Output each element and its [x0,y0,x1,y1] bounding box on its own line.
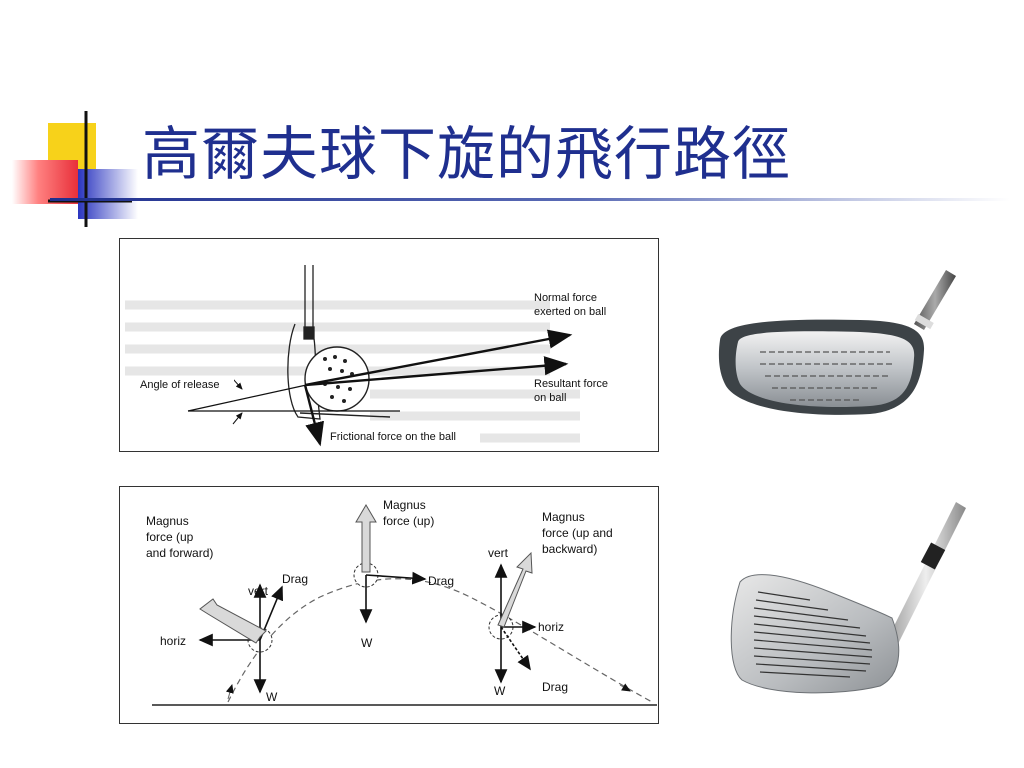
right-horiz-label: horiz [538,620,564,634]
magnus-left-label: Magnus force (up and forward) [146,514,213,560]
driver-club-photo [718,270,956,415]
frictional-force-label: Frictional force on the ball [330,431,456,443]
right-w-label: W [494,684,506,698]
logo-blue-square [78,169,138,219]
left-drag-label: Drag [282,572,308,586]
slide-title: 高爾夫球下旋的飛行路徑 [142,120,792,188]
magnus-right-label: Magnus force (up and backward) [542,510,616,556]
normal-force-label: Normal force exerted on ball [534,292,606,318]
slide-logo [12,111,138,227]
left-vert-label: vert [248,584,269,598]
mid-w-label: W [361,636,373,650]
title-underline [50,198,1010,201]
impact-force-diagram: Normal force exerted on ball Resultant f… [119,238,659,452]
right-drag-label: Drag [542,680,568,694]
ball-left [198,583,284,694]
ground-line [299,412,391,418]
left-w-label: W [266,690,278,704]
flight-path-diagram: Magnus force (up and forward) Magnus for… [119,486,659,724]
normal-force-arrow [304,329,573,387]
release-line [187,381,321,412]
logo-red-square [12,160,78,204]
iron-club-photo [730,502,966,694]
ball-right [488,551,537,684]
frictional-force-arrow [303,384,324,447]
resultant-force-label: Resultant force on ball [534,378,611,404]
resultant-force-arrow [304,356,569,387]
angle-of-release-label: Angle of release [140,379,220,391]
magnus-mid-label: Magnus force (up) [383,498,434,528]
ball-mid [353,504,427,624]
mid-drag-label: Drag [428,574,454,588]
right-vert-label: vert [488,546,509,560]
flight-trajectory [227,578,653,703]
left-horiz-label: horiz [160,634,186,648]
